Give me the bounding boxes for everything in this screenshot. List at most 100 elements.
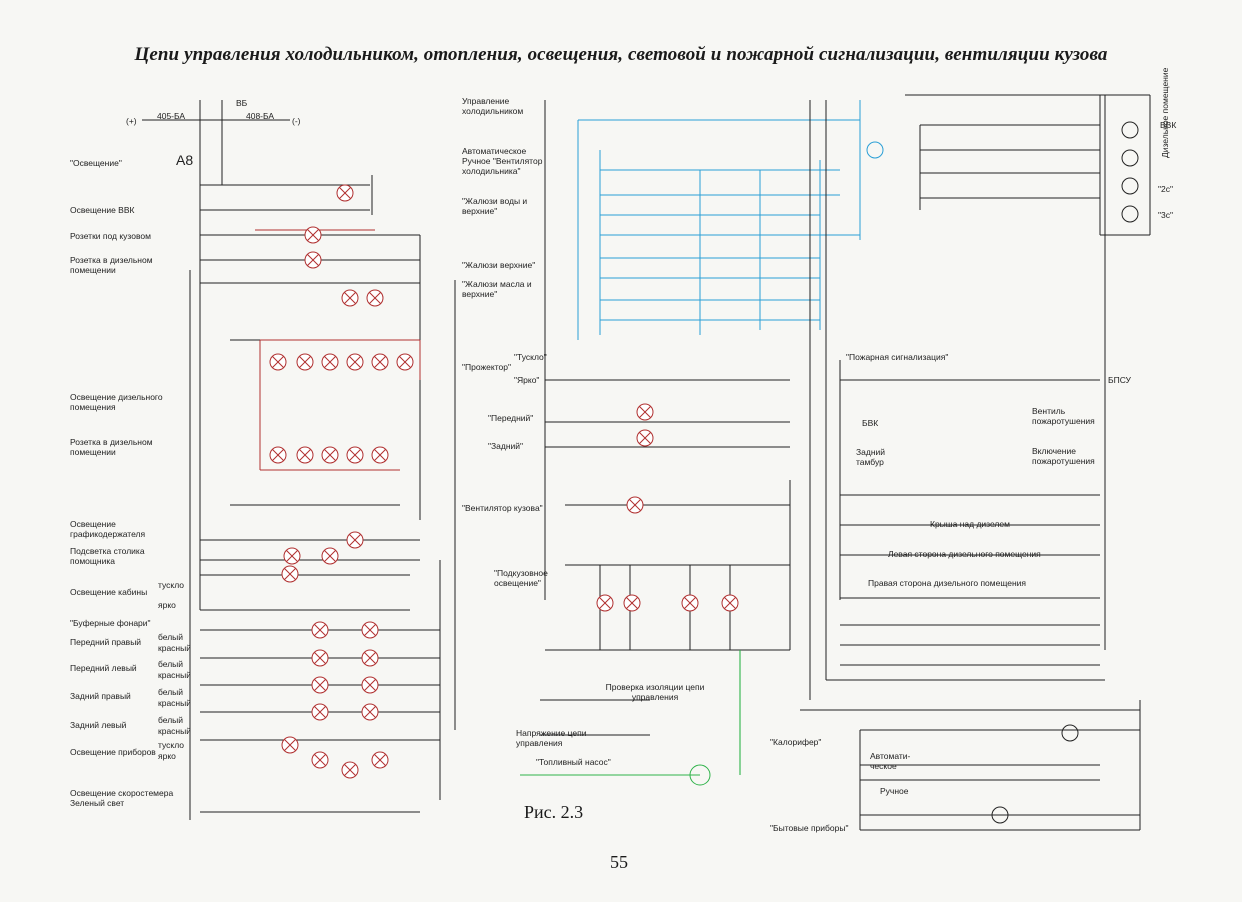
- top-bus: [142, 100, 290, 185]
- lamps-layer: [269, 184, 739, 779]
- lamp-icon: [371, 446, 389, 464]
- label-pl-belyy: белый: [158, 659, 184, 669]
- label-rozetka-dizel: Розетка в дизельном помещении: [70, 255, 153, 275]
- label-krysha: Крыша над дизелем: [930, 519, 1010, 529]
- label-vvk-lamp: ВВК: [1160, 120, 1177, 130]
- label-zp-krasnyy: красный: [158, 698, 191, 708]
- lamp-icon: [346, 353, 364, 371]
- label-zadniy-pravyy: Задний правый: [70, 691, 131, 701]
- lamp-icon: [721, 594, 739, 612]
- lamp-icon: [321, 446, 339, 464]
- label-levaya-storona: Левая сторона дизельного помещения: [888, 549, 1041, 559]
- lamp-icon: [371, 751, 389, 769]
- lamp-icon: [283, 547, 301, 565]
- lamp-icon: [396, 353, 414, 371]
- label-bvk: БВК: [862, 418, 879, 428]
- figure-caption: Рис. 2.3: [524, 802, 584, 822]
- label-a8: А8: [176, 152, 194, 168]
- label-zp-belyy: белый: [158, 687, 184, 697]
- fridge-control-block: [577, 100, 884, 340]
- label-ventil-pozharotusheniya: Вентиль пожаротушения: [1032, 406, 1095, 426]
- label-minus: (-): [292, 116, 301, 126]
- label-zhalyuzi-verhnie: "Жалюзи верхние": [462, 260, 536, 270]
- left-bus: [189, 175, 456, 820]
- lamp-icon: [346, 531, 364, 549]
- lamp-icon: [361, 676, 379, 694]
- label-osveshchenie: "Освещение": [70, 158, 122, 168]
- lamp-icon: [366, 289, 384, 307]
- label-osveshchenie-dizel: Освещение дизельного помещения: [70, 392, 163, 412]
- lamp-icon: [361, 621, 379, 639]
- label-rozetki-pod-kuzovom: Розетки под кузовом: [70, 231, 151, 241]
- lamp-icon: [596, 594, 614, 612]
- label-zhalyuzi-vody: "Жалюзи воды и верхние": [462, 196, 528, 216]
- fire-alarm-block: [825, 94, 1151, 681]
- lamp-icon: [361, 649, 379, 667]
- label-upravlenie-holod: Управление холодильником: [462, 96, 524, 116]
- label-bufernye-fonari: "Буферные фонари": [70, 618, 151, 628]
- label-bpsu: БПСУ: [1108, 375, 1131, 385]
- label-napryazhenie: Напряжение цепи управления: [516, 728, 587, 748]
- label-peredniy-levyy: Передний левый: [70, 663, 137, 673]
- label-zhalyuzi-masla: "Жалюзи масла и верхние": [462, 279, 532, 299]
- label-tusklo: "Тускло": [514, 352, 547, 362]
- label-peredniy: "Передний": [488, 413, 534, 423]
- label-osveshchenie-priborov: Освещение приборов: [70, 747, 156, 757]
- central-bus: [540, 100, 811, 736]
- label-osveshchenie-vvk: Освещение ВВК: [70, 205, 135, 215]
- label-proverka-izolyacii: Проверка изоляции цепи управления: [605, 682, 705, 702]
- diagram-title: Цепи управления холодильником, отопления…: [134, 44, 1108, 65]
- lamp-icon: [636, 403, 654, 421]
- lamp-icon: [336, 184, 354, 202]
- label-pr-yarko: ярко: [158, 751, 176, 761]
- lamp-icon: [296, 353, 314, 371]
- lamp-icon: [304, 226, 322, 244]
- label-kab-yarko: ярко: [158, 600, 176, 610]
- label-pl-krasnyy: красный: [158, 670, 191, 680]
- lamp-icon: [681, 594, 699, 612]
- label-pr-tusklo: тускло: [158, 740, 184, 750]
- lamp-icon: [311, 676, 329, 694]
- label-405ba: 405-БА: [157, 111, 186, 121]
- label-ruchnoe: Ручное: [880, 786, 909, 796]
- lamp-icon: [636, 429, 654, 447]
- lamp-icon: [269, 353, 287, 371]
- label-vklyuchenie-pozharotusheniya: Включение пожаротушения: [1032, 446, 1095, 466]
- label-podkuzovnoe: "Подкузовное освещение": [494, 568, 548, 588]
- label-osveshchenie-grafik: Освещение графикодержателя: [70, 519, 146, 539]
- label-3s-lamp: "3с": [1158, 210, 1174, 220]
- label-prozhektor: "Прожектор": [462, 362, 511, 372]
- label-kalorifer: "Калорифер": [770, 737, 822, 747]
- heater-block: [800, 700, 1141, 831]
- label-podsvetka-stolika: Подсветка столика помощника: [70, 546, 145, 566]
- lamp-icon: [281, 565, 299, 583]
- lamp-icon: [321, 547, 339, 565]
- lamp-icon: [346, 446, 364, 464]
- label-toplivnyy-nasos: "Топливный насос": [536, 757, 611, 767]
- label-kab-tusklo: тускло: [158, 580, 184, 590]
- label-pp-belyy: белый: [158, 632, 184, 642]
- label-408ba: 408-БА: [246, 111, 275, 121]
- label-plus: (+): [126, 116, 137, 126]
- label-peredniy-pravyy: Передний правый: [70, 637, 142, 647]
- lamp-icon: [311, 751, 329, 769]
- label-yarko: "Ярко": [514, 375, 540, 385]
- fuel-pump-circuit: [520, 650, 741, 786]
- lamp-icon: [281, 736, 299, 754]
- lamp-icon: [361, 703, 379, 721]
- label-vb: ВБ: [236, 98, 248, 108]
- label-zadniy-tambur: Задний тамбур: [856, 447, 886, 467]
- lamp-icon: [311, 703, 329, 721]
- label-zadniy-levyy: Задний левый: [70, 720, 127, 730]
- label-avtomaticheskoe: Автомати- ческое: [870, 751, 911, 771]
- lamp-icon: [311, 621, 329, 639]
- label-pravaya-storona: Правая сторона дизельного помещения: [868, 578, 1027, 588]
- label-2s-lamp: "2с": [1158, 184, 1174, 194]
- lamp-icon: [296, 446, 314, 464]
- lamp-icon: [371, 353, 389, 371]
- label-rozetka-dizel-2: Розетка в дизельном помещении: [70, 437, 153, 457]
- label-bytovye-pribory: "Бытовые приборы": [770, 823, 849, 833]
- label-ventilyator-holod: Автоматическое Ручное "Вентилятор холоди…: [462, 146, 543, 176]
- label-pozharnaya-signalizaciya: "Пожарная сигнализация": [846, 352, 949, 362]
